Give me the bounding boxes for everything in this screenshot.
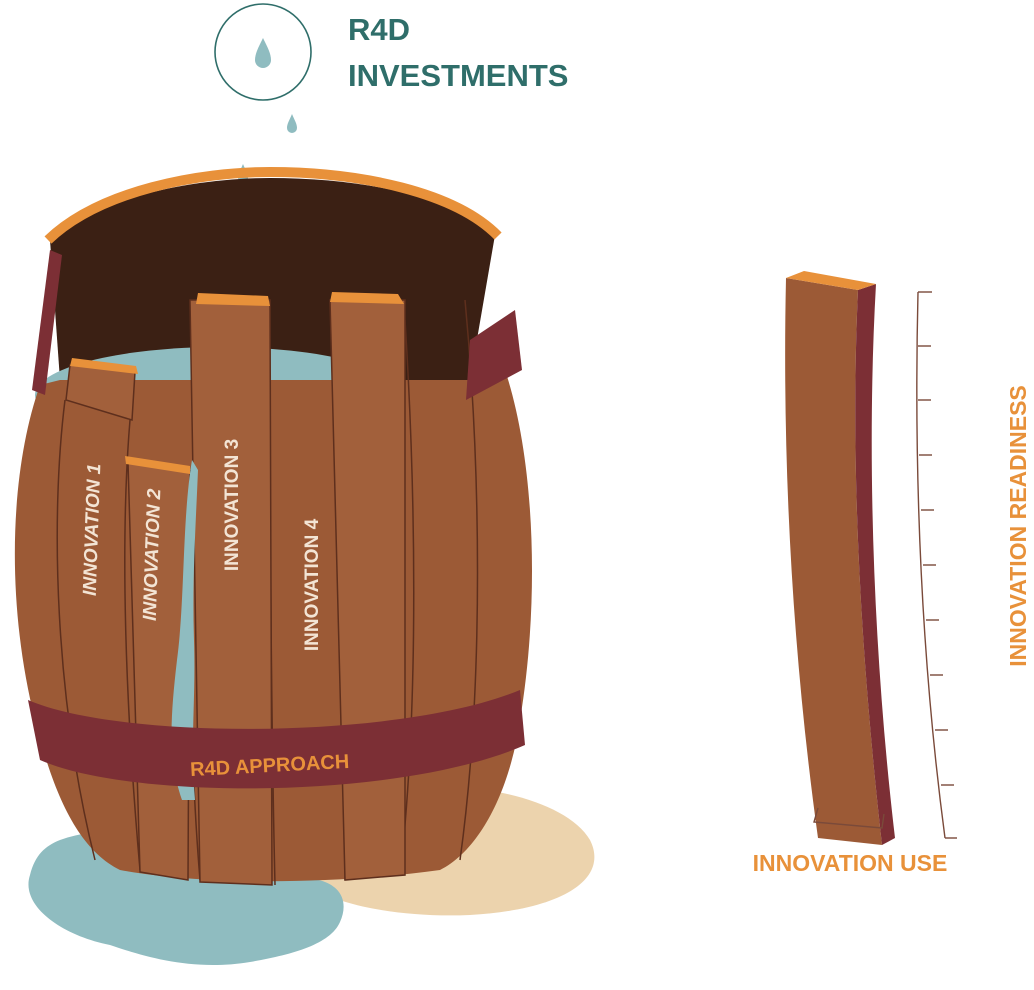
title-line2: INVESTMENTS (348, 58, 568, 93)
stave-label-innovation-3: INNOVATION 3 (222, 439, 243, 571)
water-puddle (28, 829, 344, 966)
investment-drop-icon (214, 3, 312, 101)
stave-label-innovation-2: INNOVATION 2 (140, 488, 166, 621)
barrel (14, 166, 532, 886)
readiness-scale (916, 291, 957, 839)
title-line1: R4D (348, 12, 410, 47)
stave-label-innovation-1: INNOVATION 1 (80, 463, 106, 596)
innovation-use-label: INNOVATION USE (753, 850, 948, 876)
stave-label-innovation-4: INNOVATION 4 (302, 518, 323, 651)
single-stave (785, 271, 895, 845)
innovation-readiness-label: INNOVATION READINESS (1005, 385, 1031, 667)
use-bracket (813, 807, 885, 829)
